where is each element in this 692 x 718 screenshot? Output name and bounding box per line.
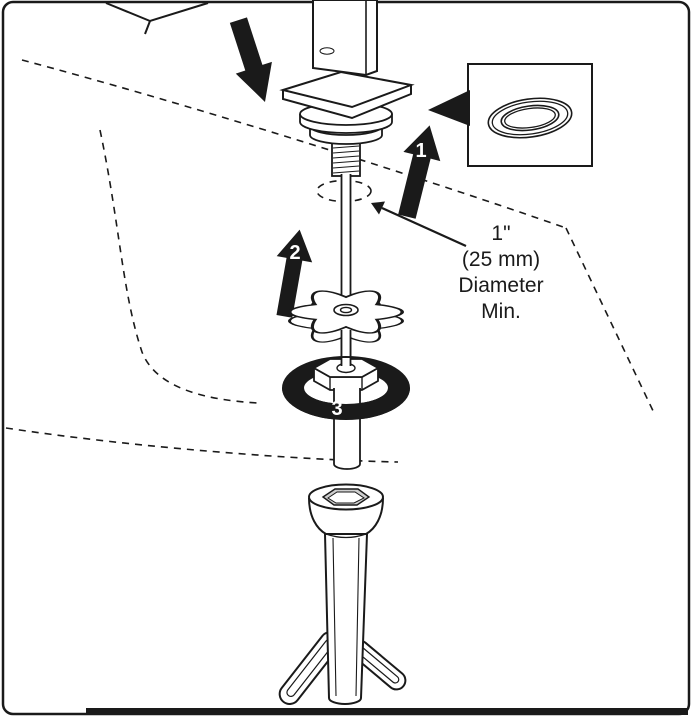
background-object-corner [144,20,151,35]
hole-callout: 1" (25 mm) Diameter Min. [371,201,544,323]
annotation-line-2: (25 mm) [462,248,540,271]
hex-nut [312,358,380,391]
background-object [105,2,209,35]
star-mounting-nut [288,290,404,343]
dimension-annotation: 1" (25 mm) Diameter Min. [458,222,543,323]
gasket-detail [487,97,573,139]
hole-callout-line [381,206,467,248]
inset-pointer-triangle [428,90,470,126]
rotation-ring-front [282,388,410,420]
socket-cup-base-line [325,533,367,539]
escutcheon-top [279,70,415,109]
background-object-edge [105,2,209,23]
rod-fill [342,174,350,360]
annotation-line-1: 1" [491,222,510,245]
socket-wrench [278,483,407,706]
faucet-body [312,0,378,77]
step-1-label: 1 [415,140,426,162]
rod-lower-fill [342,330,350,362]
step-2-arrow: 2 [276,229,313,318]
annotation-line-3: Diameter [458,274,543,297]
gasket-inner-edge [500,104,560,132]
wrench-shaft [324,533,368,705]
hole-callout-arrowhead [371,201,385,215]
annotation-line-4: Min. [481,300,521,323]
counter-right-edge [565,227,656,416]
hex-nut-edge-lines [329,377,363,390]
step-2-label: 2 [289,242,300,264]
escutcheon [279,70,415,120]
gasket-outer-edge [487,97,573,139]
gasket-outer-inner-line [491,100,569,136]
counter-back-edge [21,59,567,229]
faucet-body-shape [312,0,378,77]
press-down-arrow-shape [229,17,272,102]
rod-stub-edges [340,358,352,366]
star-nut-hole [339,306,353,314]
rod-stub-fill [342,358,350,366]
step-1-arrow: 1 [398,125,441,219]
gasket-inner-inner-line [504,107,556,129]
bottom-rule [86,708,688,715]
press-down-arrow [229,17,272,102]
step-1-arrow-shape [398,125,441,219]
wrench-shaft-edges [332,537,360,697]
step-2-arrow-shape [276,229,313,318]
step-3-label: 3 [331,398,342,420]
sink-bowl-outline [99,129,259,404]
brand-mark [319,47,335,55]
detail-inset [428,63,593,167]
faucet-assembly [279,0,415,360]
socket-hex-recess-bottom [327,491,365,504]
